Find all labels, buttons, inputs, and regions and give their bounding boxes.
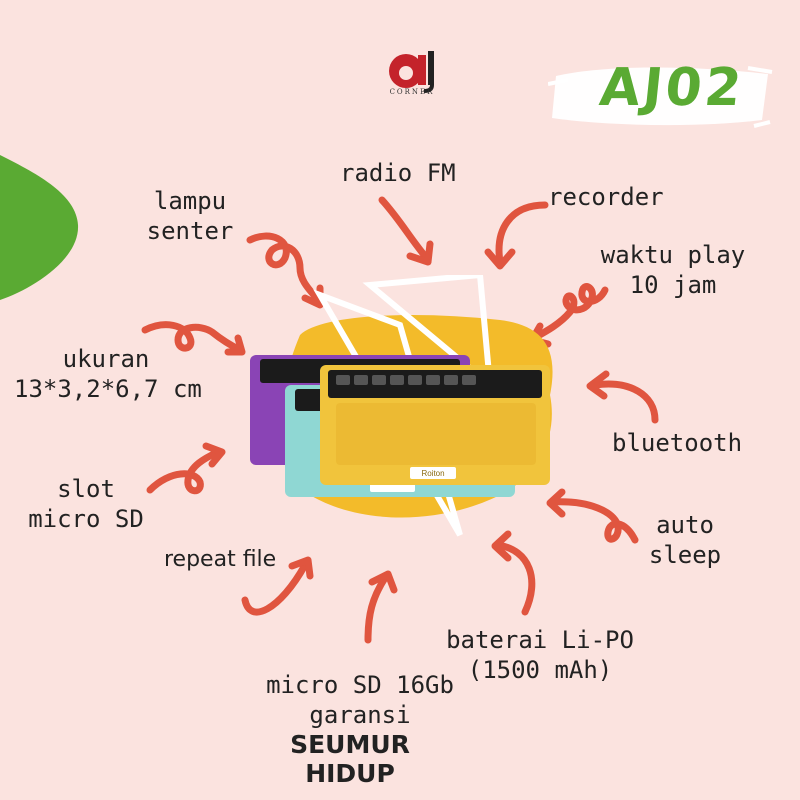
feature-radio-fm: radio FM [340,159,456,187]
feature-recorder: recorder [548,183,664,211]
feature-auto-sleep: auto sleep [640,510,730,570]
arrow-slot [146,448,222,495]
arrow-auto [548,498,639,544]
feature-lampu-line1: lampu [153,187,227,215]
feature-ukuran: ukuran 13*3,2*6,7 cm [14,344,202,404]
speaker-product-image: Roiton [250,275,553,537]
feature-micro-sd-16gb: micro SD 16Gb garansi [250,670,470,730]
feature-baterai-line1: baterai Li-PO [446,626,634,654]
feature-auto-line2: sleep [648,541,722,569]
arrow-radio [378,196,429,260]
feature-repeat-file: repeat file [164,547,277,572]
feature-ukuran-line1: ukuran [62,345,150,373]
logo-text: CORNER [389,88,435,96]
feature-microsd-line: micro SD 16Gb [266,671,454,699]
feature-lampu-senter: lampu senter [140,186,240,246]
arrow-baterai [494,541,536,616]
feature-auto-line1: auto [656,511,714,539]
arrow-waktu [530,283,609,342]
brush-stroke-background [548,66,773,128]
feature-bluetooth: bluetooth [612,429,743,457]
warranty-seumur-hidup: SEUMUR HIDUP [290,730,410,788]
feature-slot-micro-sd: slot micro SD [26,474,146,534]
aj-corner-logo [389,51,434,93]
feature-baterai-line2: (1500 mAh) [467,656,613,684]
arrow-microsd [364,574,389,644]
arrow-bluetooth [591,380,659,424]
arrow-lampu [246,232,322,304]
feature-baterai: baterai Li-PO (1500 mAh) [445,625,635,685]
feature-lampu-line2: senter [146,217,234,245]
arrow-repeat [241,561,309,616]
feature-waktu-line1: waktu play [600,241,746,269]
feature-slot-line2: micro SD [28,505,144,533]
feature-ukuran-line2: 13*3,2*6,7 cm [14,375,202,403]
feature-waktu-play: waktu play 10 jam [598,240,748,300]
feature-garansi-line: garansi [309,701,411,729]
arrow-recorder [495,201,549,266]
arrow-ukuran [141,321,244,354]
feature-waktu-line2: 10 jam [629,271,717,299]
green-leaf-shape [0,155,79,300]
feature-slot-line1: slot [57,475,115,503]
speaker-brand-label: Roiton [421,469,444,478]
